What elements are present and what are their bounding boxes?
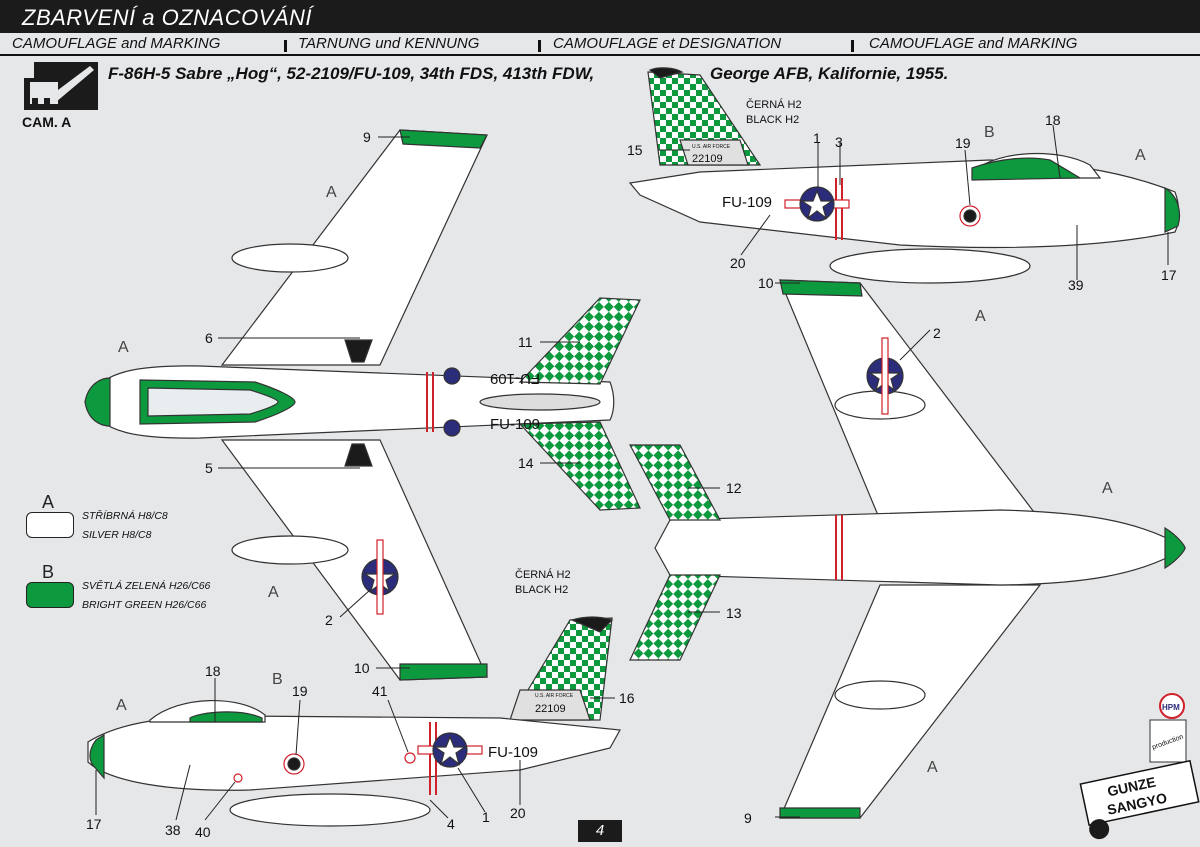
legend-letter-b: B <box>42 562 55 582</box>
callout-19-left: 19 <box>292 683 308 699</box>
legend-green-cz: SVĚTLÁ ZELENÁ H26/C66 <box>82 580 211 592</box>
callout-19-right: 19 <box>955 135 971 151</box>
buzz-number-side-right: FU-109 <box>722 194 772 211</box>
note-black-en-right: BLACK H2 <box>746 114 799 126</box>
legend-green-en: BRIGHT GREEN H26/C66 <box>82 599 207 611</box>
paint-letter-a-bottom-tank: A <box>975 308 986 325</box>
header-bar: ZBARVENÍ a OZNACOVÁNÍ <box>0 0 1200 33</box>
paint-letter-a-tank: A <box>268 584 279 601</box>
callout-13: 13 <box>726 605 742 621</box>
legend-silver-cz: STŘÍBRNÁ H8/C8 <box>82 510 168 522</box>
callout-6: 6 <box>205 330 213 346</box>
camouflage-label: CAM. A <box>22 114 72 130</box>
paint-letter-b-right: B <box>984 124 995 141</box>
buzz-number-top-mirrored: FU-109 <box>490 370 540 387</box>
buzz-number-top: FU-109 <box>490 416 540 433</box>
callout-20-right: 20 <box>730 255 746 271</box>
aircraft-location: George AFB, Kalifornie, 1955. <box>710 64 949 83</box>
callout-3: 3 <box>835 134 843 150</box>
note-black-en-left: BLACK H2 <box>515 584 568 596</box>
serial-side-right: 22109 <box>692 153 723 165</box>
subtitle-separator <box>851 40 854 52</box>
callout-18-right: 18 <box>1045 112 1061 128</box>
callout-41: 41 <box>372 683 388 699</box>
usaf-side-right: U.S. AIR FORCE <box>692 144 731 150</box>
header-divider <box>0 54 1200 56</box>
paint-letter-a-left: A <box>116 697 127 714</box>
paint-letter-a-wing: A <box>326 184 337 201</box>
callout-18-left: 18 <box>205 663 221 679</box>
subtitle-french: CAMOUFLAGE et DESIGNATION <box>553 35 782 52</box>
note-black-cz-right: ČERNÁ H2 <box>746 98 802 111</box>
callout-14: 14 <box>518 455 534 471</box>
subtitle-separator <box>284 40 287 52</box>
paint-letter-a-nose: A <box>118 339 129 356</box>
callout-12: 12 <box>726 480 742 496</box>
callout-5: 5 <box>205 460 213 476</box>
legend-silver-en: SILVER H8/C8 <box>82 529 152 541</box>
paint-letter-a-bottom-nose: A <box>1102 480 1113 497</box>
callout-2-bottom: 2 <box>933 325 941 341</box>
camouflage-logo-icon <box>24 62 98 110</box>
paint-letter-b-left: B <box>272 671 283 688</box>
subtitle-separator <box>538 40 541 52</box>
legend-swatch-silver <box>26 512 74 538</box>
callout-4: 4 <box>447 816 455 832</box>
callout-10-bottom: 10 <box>758 275 774 291</box>
callout-17-left: 17 <box>86 816 102 832</box>
subtitle-english: CAMOUFLAGE and MARKING <box>869 35 1078 52</box>
callout-40: 40 <box>195 824 211 840</box>
callout-20-left: 20 <box>510 805 526 821</box>
buzz-number-side-left: FU-109 <box>488 744 538 761</box>
callout-16: 16 <box>619 690 635 706</box>
subtitle-german: TARNUNG und KENNUNG <box>298 35 480 52</box>
aircraft-title: F-86H-5 Sabre „Hog“, 52-2109/FU-109, 34t… <box>108 64 595 83</box>
callout-1-left: 1 <box>482 809 490 825</box>
page-number: 4 <box>578 820 622 842</box>
callout-2-top: 2 <box>325 612 333 628</box>
callout-39: 39 <box>1068 277 1084 293</box>
callout-1-right: 1 <box>813 130 821 146</box>
side-view-right-aircraft <box>628 67 1181 284</box>
paint-letter-a-bottom-wing: A <box>927 759 938 776</box>
top-view-aircraft <box>84 129 641 681</box>
callout-10-top: 10 <box>354 660 370 676</box>
callout-38: 38 <box>165 822 181 838</box>
page-title: ZBARVENÍ a OZNACOVÁNÍ <box>22 5 313 30</box>
paint-letter-a-right: A <box>1135 147 1146 164</box>
callout-15: 15 <box>627 142 643 158</box>
callout-9-bottom: 9 <box>744 810 752 826</box>
legend-letter-a: A <box>42 492 55 512</box>
subtitle-czech-en: CAMOUFLAGE and MARKING <box>12 35 221 52</box>
callout-9-top: 9 <box>363 129 371 145</box>
bottom-view-aircraft <box>629 279 1187 819</box>
callout-leader-lines <box>95 124 1169 821</box>
legend-swatch-green <box>26 582 74 608</box>
gunze-sangyo-logo-icon: GUNZE SANGYO <box>1079 759 1200 840</box>
serial-side-left: 22109 <box>535 703 566 715</box>
callout-17-right: 17 <box>1161 267 1177 283</box>
note-black-cz-left: ČERNÁ H2 <box>515 568 571 581</box>
hpm-text: HPM <box>1162 703 1180 712</box>
hpm-logo-icon: HPM production <box>1149 693 1187 763</box>
usaf-side-left: U.S. AIR FORCE <box>535 693 574 699</box>
callout-11: 11 <box>518 334 533 350</box>
side-view-left-aircraft <box>87 616 621 827</box>
